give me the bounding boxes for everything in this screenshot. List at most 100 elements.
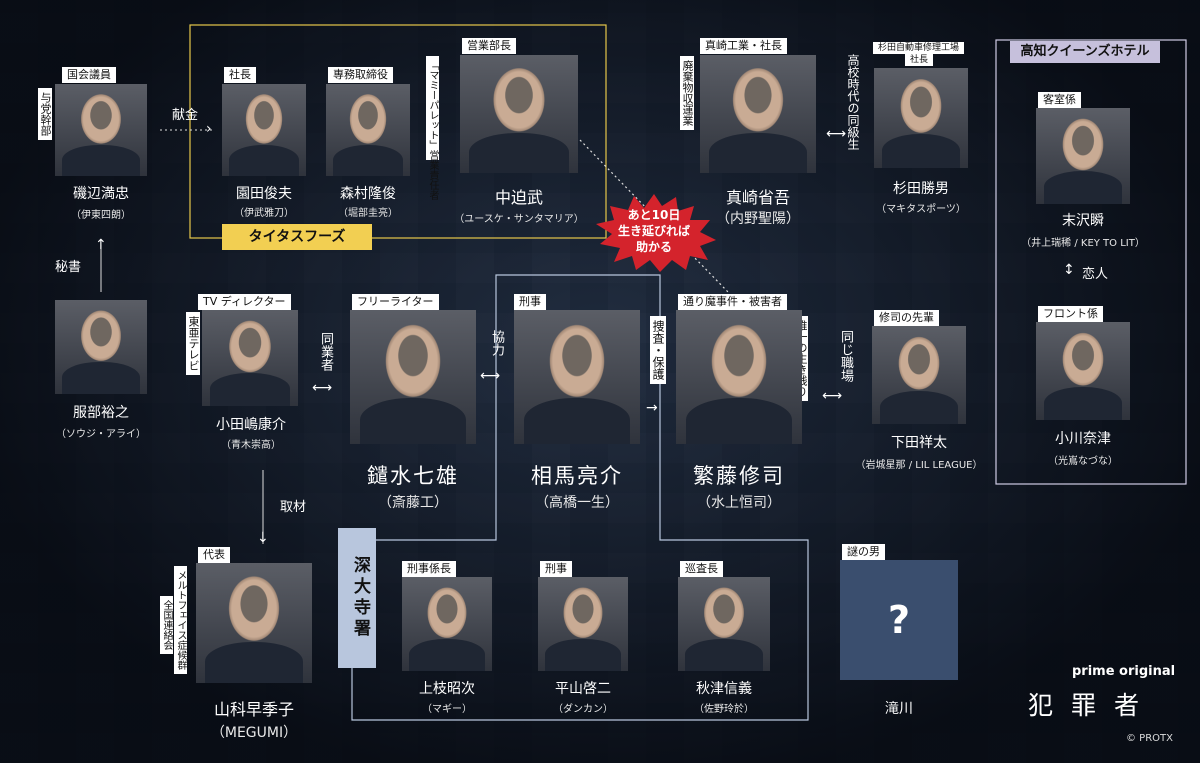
callout-line1: あと10日	[627, 208, 681, 222]
ogawa-photo	[1036, 322, 1130, 420]
yamashina-vtag2: 全国連絡会	[160, 596, 173, 654]
shuzai-arrowhead: ↓	[257, 530, 269, 546]
sousa-arrow: →	[646, 400, 658, 416]
hirayama-tag: 刑事	[540, 561, 572, 577]
shigefuji-name: 繁藤修司	[693, 464, 785, 488]
hattori-actor: （ソウジ・アライ）	[56, 429, 146, 440]
shigefuji-actor: （水上恒司）	[697, 495, 781, 511]
titus-foods-label: タイタスフーズ	[222, 224, 372, 250]
akitsu-name: 秋津信義	[696, 681, 752, 697]
masaki-vtag: 廃棄物収運業	[680, 56, 694, 130]
callout-line2: 生き延びれば	[617, 224, 690, 238]
soma-tag: 刑事	[514, 294, 546, 310]
sugita-photo	[874, 68, 968, 168]
isobe-tag: 国会議員	[62, 67, 116, 83]
hirayama-photo	[538, 577, 628, 671]
masaki-name: 真崎省吾	[725, 188, 790, 207]
suezawa-tag: 客室係	[1038, 92, 1081, 108]
odajima-tag: TV ディレクター	[198, 294, 291, 310]
isobe-photo	[55, 84, 147, 176]
soma-name: 相馬亮介	[531, 464, 623, 488]
onaji-arrow: ⟷	[822, 388, 843, 404]
kochi-hotel-label: 高知クイーンズホテル	[1010, 41, 1160, 63]
ogawa-name: 小川奈津	[1055, 431, 1111, 447]
shigefuji-tag: 通り魔事件・被害者	[678, 294, 787, 310]
akitsu-actor: （佐野玲於）	[694, 704, 754, 715]
kyouryoku-arrow: ⟷	[480, 368, 501, 384]
suezawa-photo	[1036, 108, 1130, 204]
yamashina-actor: （MEGUMI）	[210, 725, 298, 741]
callout-burst	[596, 194, 716, 272]
hirayama-name: 平山啓二	[555, 681, 611, 697]
akitsu-tag: 巡査長	[680, 561, 723, 577]
masaki-tag: 真崎工業・社長	[700, 38, 787, 54]
nakasako-tag: 営業部長	[462, 38, 516, 54]
callout-line3: 助かる	[635, 240, 672, 254]
nakasako-photo	[460, 55, 578, 173]
ogawa-actor: （光嶌なづな）	[1048, 456, 1118, 467]
odajima-name: 小田嶋康介	[216, 417, 286, 433]
yamashina-photo	[196, 563, 312, 683]
sugita-actor: （マキタスポーツ）	[876, 204, 966, 215]
morimura-actor: （堀部圭亮）	[338, 208, 398, 219]
yamashina-tag: 代表	[198, 547, 230, 563]
sousa-label: 捜査・保護	[650, 316, 666, 384]
uega-name: 上枝昭次	[419, 681, 475, 697]
morimura-name: 森村隆俊	[340, 186, 396, 202]
shimoda-tag: 修司の先輩	[874, 310, 939, 326]
suezawa-actor: （井上瑞稀 / KEY TO LIT）	[1021, 238, 1145, 249]
masaki-photo	[700, 55, 816, 173]
sugita-tag2: 社長	[905, 54, 934, 66]
uega-actor: （マギー）	[422, 704, 472, 715]
hisho-arrowhead: ↑	[95, 237, 107, 253]
shimoda-photo	[872, 326, 966, 424]
prime-original-logo: prime original	[1072, 664, 1176, 679]
sonoda-photo	[222, 84, 306, 176]
odajima-photo	[202, 310, 298, 406]
sugita-tag1: 杉田自動車修理工場	[873, 42, 965, 54]
morimura-tag: 専務取締役	[328, 67, 393, 83]
isobe-actor: （伊東四朗）	[71, 210, 131, 221]
yamashina-name: 山科早季子	[213, 700, 294, 719]
nakasako-vtag: 「マミーパレット」営業責任者	[426, 56, 439, 200]
masaki-actor: （内野聖陽）	[716, 211, 800, 227]
koibito-label: 恋人	[1082, 267, 1109, 282]
isobe-name: 磯辺満忠	[73, 186, 129, 202]
akitsu-photo	[678, 577, 770, 671]
uega-tag: 刑事係長	[402, 561, 456, 577]
soma-actor: （高橋一生）	[535, 495, 619, 511]
nakasako-name: 中迫武	[494, 188, 543, 207]
yamashina-vtag1: メルトフェイス症候群	[174, 566, 187, 674]
sonoda-actor: （伊武雅刀）	[234, 208, 294, 219]
suezawa-name: 末沢瞬	[1062, 213, 1104, 229]
odajima-vtag: 東亜テレビ	[186, 312, 200, 375]
fukadaiji-label: 深大寺署	[338, 528, 376, 668]
hisho-label: 秘書	[55, 260, 82, 275]
shigefuji-photo	[676, 310, 802, 444]
hattori-name: 服部裕之	[73, 405, 129, 421]
morimura-photo	[326, 84, 410, 176]
ogawa-tag: フロント係	[1038, 306, 1103, 322]
hirayama-actor: （ダンカン）	[553, 704, 613, 715]
shuzai-label: 取材	[280, 500, 307, 515]
hattori-photo	[55, 300, 147, 394]
sugita-name: 杉田勝男	[893, 181, 949, 197]
shimoda-actor: （岩城星那 / LIL LEAGUE）	[855, 460, 983, 471]
callout-text: あと10日 生き延びれば 助かる	[608, 207, 700, 255]
odajima-actor: （青木崇高）	[221, 440, 281, 451]
show-title-logo: 犯罪者	[1028, 691, 1158, 720]
koibito-arrow: ↕	[1063, 262, 1075, 278]
sonoda-tag: 社長	[224, 67, 256, 83]
kagimizu-actor: （斎藤工）	[378, 495, 448, 511]
uega-photo	[402, 577, 492, 671]
onaji-label: 同じ職場	[838, 330, 853, 382]
shimoda-name: 下田祥太	[891, 435, 947, 451]
doukyu-arrow: ⟷	[826, 126, 847, 142]
takigawa-tag: 謎の男	[842, 544, 885, 560]
kagimizu-tag: フリーライター	[352, 294, 439, 310]
doukyu-label: 高校時代の同級生	[846, 54, 860, 150]
soma-photo	[514, 310, 640, 444]
nakasako-actor: （ユースケ・サンタマリア）	[454, 214, 584, 225]
copyright: © PROTX	[1126, 733, 1173, 744]
